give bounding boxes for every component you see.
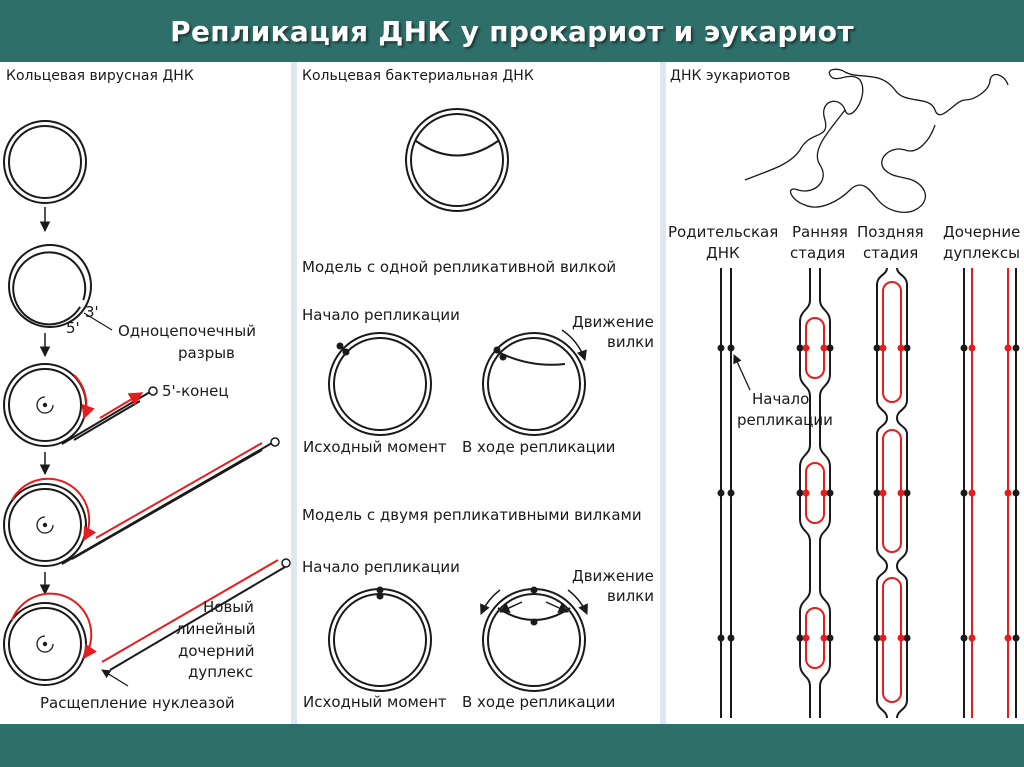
during-label-1: В ходе репликации: [462, 438, 615, 456]
parent-dna-strands: [717, 268, 735, 718]
viral-header: Кольцевая вирусная ДНК: [6, 68, 194, 84]
fork-movement-1a: Движение: [572, 313, 654, 331]
diagram-panel: Кольцевая вирусная ДНК 3' 5' Одноцепочеч…: [0, 62, 1024, 724]
fork-movement-2a: Движение: [572, 567, 654, 585]
eukaryotic-dna-column: ДНК эукариотов Родительская ДНК Ранняя с…: [668, 68, 1020, 719]
viral-circle-4: [3, 437, 280, 567]
column-divider-1: [291, 62, 297, 724]
daughter-duplex-label-a: Дочерние: [943, 223, 1020, 241]
late-stage-label-b: стадия: [863, 244, 918, 262]
initial-label-1: Исходный момент: [303, 438, 447, 456]
cleavage-pointer: [101, 669, 129, 687]
new-duplex-1: Новый: [203, 598, 254, 616]
bacterial-dna-column: Кольцевая бактериальная ДНК Модель с одн…: [302, 68, 654, 711]
column-divider-2: [660, 62, 666, 724]
title-bar: Репликация ДНК у прокариот и эукариот: [0, 0, 1024, 62]
bottom-bar: [0, 724, 1024, 767]
viral-dna-column: Кольцевая вирусная ДНК 3' 5' Одноцепочеч…: [3, 68, 291, 712]
start-label-1: Начало репликации: [302, 306, 460, 324]
one-fork-model-label: Модель с одной репликативной вилкой: [302, 258, 616, 276]
label-3prime: 3': [85, 303, 99, 321]
one-fork-initial-circle: [328, 332, 432, 436]
new-duplex-3: дочерний: [178, 642, 254, 660]
diagram-canvas: Кольцевая вирусная ДНК 3' 5' Одноцепочеч…: [3, 62, 1020, 724]
daughter-duplex-label-b: дуплексы: [943, 244, 1020, 262]
two-fork-during-circle: [480, 586, 588, 692]
slide-title: Репликация ДНК у прокариот и эукариот: [170, 14, 854, 48]
origin-label-a: Начало: [752, 390, 809, 408]
origin-label-b: репликации: [737, 411, 833, 429]
initial-label-2: Исходный момент: [303, 693, 447, 711]
viral-circle-5: [3, 558, 291, 686]
early-stage-label-a: Ранняя: [792, 223, 848, 241]
five-end-label: 5'-конец: [162, 382, 229, 400]
early-stage-label-b: стадия: [790, 244, 845, 262]
nick-label-2: разрыв: [178, 344, 235, 362]
new-duplex-2: линейный: [176, 620, 256, 638]
viral-circle-3: [3, 363, 158, 447]
label-5prime: 5': [66, 319, 80, 337]
fork-movement-2b: вилки: [607, 587, 654, 605]
late-stage-label-a: Поздняя: [857, 223, 924, 241]
viral-circle-2: [8, 244, 92, 328]
new-duplex-4: дуплекс: [188, 663, 253, 681]
parent-dna-label-a: Родительская: [668, 223, 778, 241]
early-stage-origins: [796, 344, 834, 642]
two-fork-initial-circle: [328, 586, 432, 692]
during-label-2: В ходе репликации: [462, 693, 615, 711]
nick-pointer: [83, 312, 113, 331]
start-label-2: Начало репликации: [302, 558, 460, 576]
two-fork-model-label: Модель с двумя репликативными вилками: [302, 506, 642, 524]
viral-circle-1: [3, 120, 87, 204]
late-stage-origins: [873, 344, 911, 642]
fork-movement-1b: вилки: [607, 333, 654, 351]
daughter-duplex-strands: [960, 268, 1020, 718]
one-fork-during-circle: [482, 329, 587, 436]
origin-pointer: [733, 354, 751, 391]
cleavage-label: Расщепление нуклеазой: [40, 694, 235, 712]
eukaryotic-header: ДНК эукариотов: [670, 68, 790, 84]
bacterial-header: Кольцевая бактериальная ДНК: [302, 68, 534, 84]
nick-label-1: Одноцепочечный: [118, 322, 256, 340]
parent-dna-label-b: ДНК: [706, 244, 740, 262]
bacterial-circle-top: [405, 108, 509, 212]
chromatin-coil: [744, 68, 1009, 213]
